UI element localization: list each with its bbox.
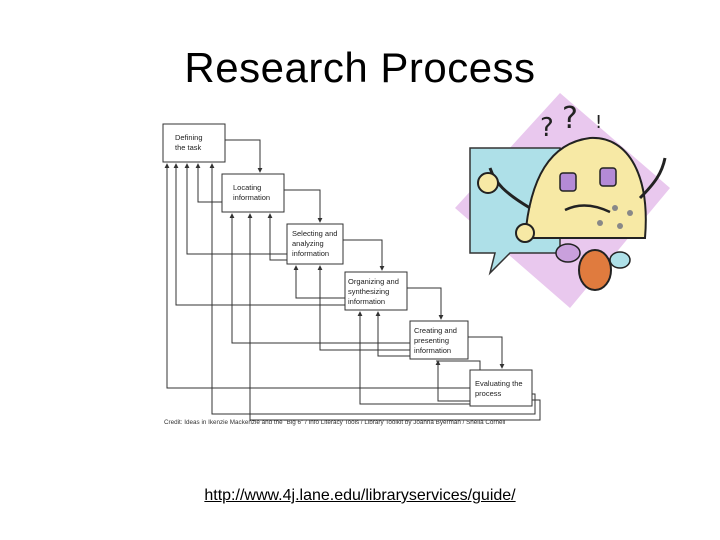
svg-text:Locating: Locating xyxy=(233,183,261,192)
step-label-4: Organizing and synthesizing information xyxy=(348,277,399,306)
slide-title: Research Process xyxy=(184,44,536,91)
source-link[interactable]: http://www.4j.lane.edu/libraryservices/g… xyxy=(204,487,516,504)
svg-text:?: ? xyxy=(540,113,554,143)
step-label-3: Selecting and analyzing information xyxy=(292,229,337,258)
feedback-arrows xyxy=(164,163,541,421)
step-box-2 xyxy=(221,173,285,213)
research-process-diagram: Defining the task Locating information S… xyxy=(162,123,541,421)
forward-arrows xyxy=(225,139,505,369)
svg-text:the task: the task xyxy=(175,143,202,152)
svg-text:Defining: Defining xyxy=(175,133,203,142)
svg-text:presenting: presenting xyxy=(414,336,449,345)
svg-text:Creating and: Creating and xyxy=(414,326,457,335)
svg-text:!: ! xyxy=(595,112,602,133)
svg-text:Evaluating the: Evaluating the xyxy=(475,379,523,388)
svg-text:Selecting and: Selecting and xyxy=(292,229,337,238)
svg-text:process: process xyxy=(475,389,502,398)
svg-text:information: information xyxy=(348,297,385,306)
step-label-2: Locating information xyxy=(233,183,270,202)
svg-text:information: information xyxy=(292,249,329,258)
step-box-1 xyxy=(162,123,226,163)
svg-text:Organizing and: Organizing and xyxy=(348,277,399,286)
image-credit: Credit: Ideas in Ikenzie Mackenzie and t… xyxy=(164,419,506,426)
svg-text:information: information xyxy=(414,346,451,355)
svg-text:information: information xyxy=(233,193,270,202)
step-box-4 xyxy=(344,271,408,311)
step-box-6 xyxy=(469,369,533,407)
svg-text:synthesizing: synthesizing xyxy=(348,287,389,296)
confused-character-icon: ? ? ! xyxy=(455,93,670,308)
step-label-6: Evaluating the process xyxy=(475,379,523,398)
svg-text:analyzing: analyzing xyxy=(292,239,324,248)
svg-text:?: ? xyxy=(562,101,578,136)
step-box-5 xyxy=(409,320,469,360)
step-label-1: Defining the task xyxy=(175,133,203,152)
step-label-5: Creating and presenting information xyxy=(414,326,457,355)
step-box-3 xyxy=(286,223,344,265)
